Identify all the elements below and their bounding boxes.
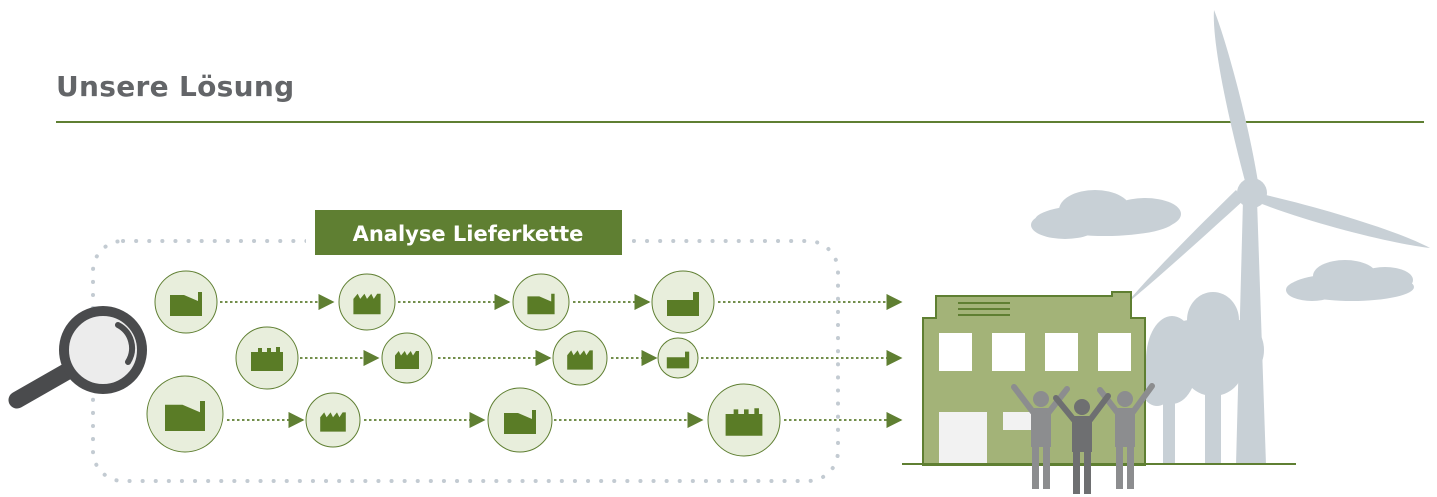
cloud-icon <box>1031 190 1181 239</box>
magnifying-glass-icon <box>8 306 147 409</box>
factory-node <box>146 375 224 453</box>
page-title: Unsere Lösung <box>56 70 295 103</box>
factory-node <box>512 273 570 331</box>
factory-node <box>235 326 299 390</box>
factory-node <box>707 383 781 457</box>
supply-flow-arrows <box>220 293 903 429</box>
title-divider <box>56 121 1424 123</box>
cheering-people-icon <box>1011 383 1155 494</box>
factory-node <box>305 392 361 448</box>
wind-turbine-icon <box>1125 10 1430 465</box>
factory-node <box>657 337 699 379</box>
factory-node <box>381 332 433 384</box>
factory-node <box>552 330 608 386</box>
factory-node <box>154 270 218 334</box>
factory-node <box>338 273 396 331</box>
tree-icon <box>1164 292 1264 465</box>
cloud-icon <box>1286 260 1414 301</box>
analysis-label: Analyse Lieferkette <box>353 222 584 246</box>
factory-node <box>651 270 715 334</box>
factory-node <box>487 387 553 453</box>
analysis-label-box: Analyse Lieferkette <box>306 205 632 265</box>
